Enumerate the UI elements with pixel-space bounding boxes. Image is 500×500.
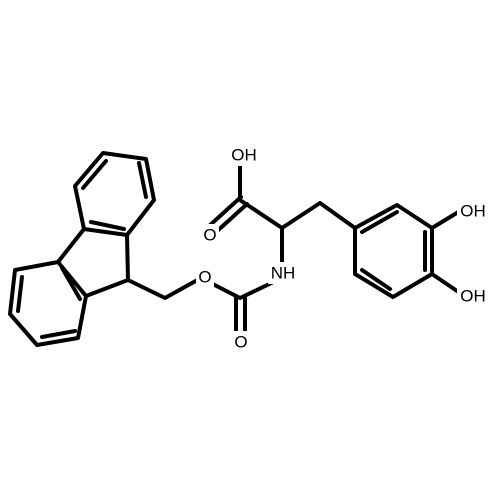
fluorene-upper-ring: [73, 151, 156, 237]
amide-nh-label: NH: [271, 264, 296, 283]
side-chain-bond: [280, 201, 357, 230]
phenol-hydroxyl-label-lower: OH: [460, 287, 486, 306]
acid-hydroxyl-label: OH: [231, 146, 257, 165]
carbamate-ether-oxygen-label: O: [198, 268, 211, 287]
carbamate-carbonyl-oxygen-label: O: [234, 333, 247, 352]
acid-carbonyl-bond: [207, 195, 249, 235]
catechol-ring-double-bonds: [360, 210, 427, 291]
atom-labels: OH O NH O O OH OH: [196, 144, 490, 353]
fluorene-five-membered-ring: [56, 227, 130, 298]
phenol-bonds: [430, 209, 462, 295]
catechol-ring: [353, 203, 462, 299]
catechol-ring-bonds: [353, 203, 434, 299]
acid-carbonyl-oxygen-label: O: [203, 226, 216, 245]
fluorene-lower-ring: [8, 260, 88, 347]
fluorene-lower-ring-double-bonds: [16, 266, 82, 339]
phenol-hydroxyl-label-upper: OH: [460, 202, 486, 221]
fluorenyl-group: [8, 151, 203, 347]
fluorene-upper-ring-double-bonds: [81, 159, 148, 231]
fluorenylmethyl-bond: [126, 276, 203, 300]
alpha-carbon-bonds: [238, 158, 284, 280]
amino-acid-backbone: [207, 158, 357, 280]
